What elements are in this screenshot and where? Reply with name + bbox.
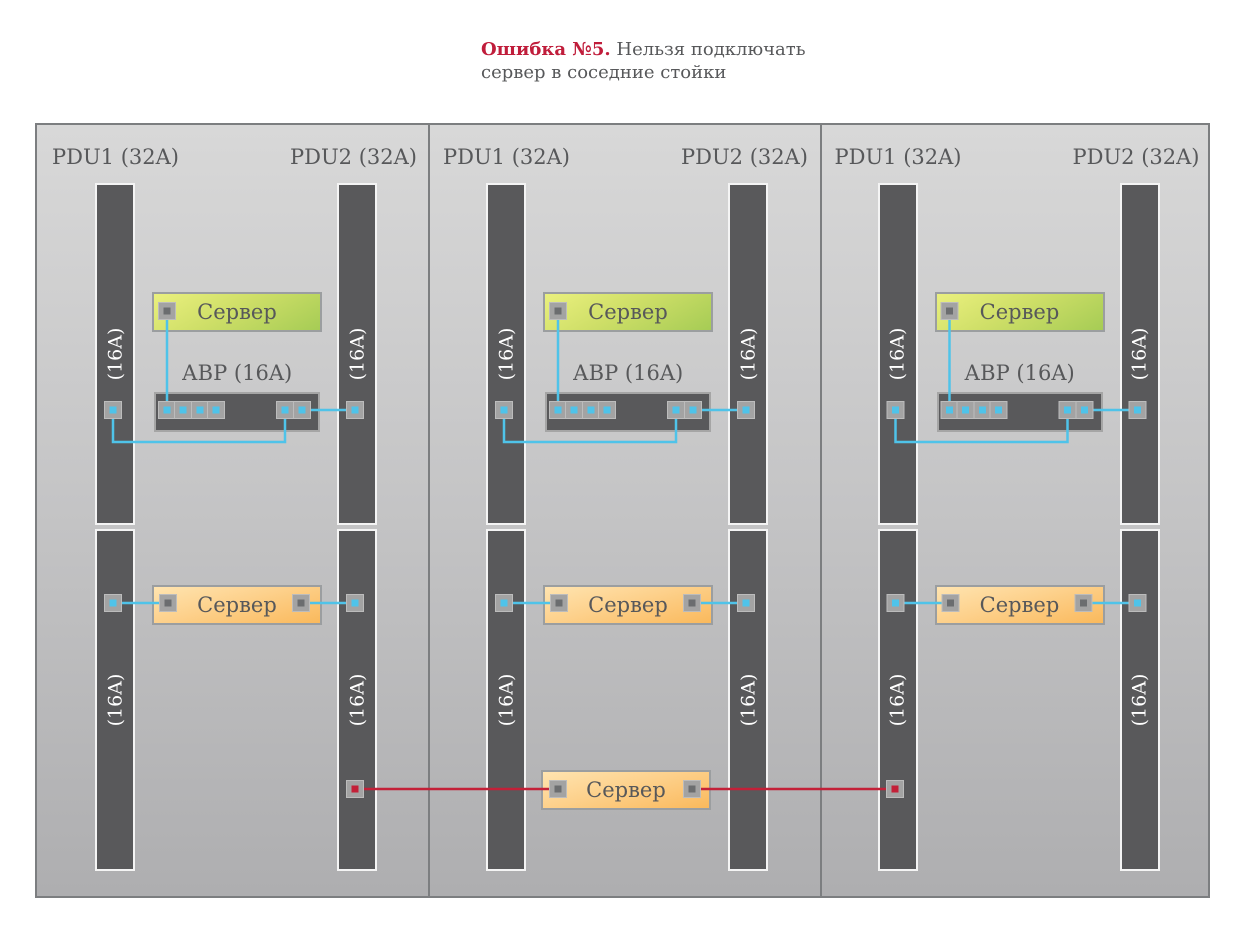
- pdu1-bar-upper: (16A): [877, 183, 918, 525]
- pdu1-lower-rating-label: (16A): [495, 673, 518, 727]
- pdu2-bar-lower: (16A): [1119, 529, 1160, 871]
- pdu1-upper-rating-label: (16A): [495, 327, 518, 381]
- pdu1-lower-rating-label: (16A): [104, 673, 127, 727]
- rack: PDU1 (32A) PDU2 (32A) (16A) (16A) (16A) …: [37, 125, 428, 896]
- title-line2: сервер в соседние стойки: [481, 62, 727, 83]
- pdu2-upper-rating-label: (16A): [346, 327, 369, 381]
- pdu1-bar-lower: (16A): [877, 529, 918, 871]
- server-top-label: Сервер: [979, 300, 1060, 324]
- server-bottom: Сервер: [541, 770, 711, 810]
- pdu2-upper-rating-label: (16A): [737, 327, 760, 381]
- pdu2-label: PDU2 (32A): [681, 145, 808, 169]
- pdu1-label: PDU1 (32A): [834, 145, 962, 169]
- pdu1-upper-rating-label: (16A): [104, 327, 127, 381]
- server-top: Сервер: [543, 292, 713, 332]
- rack: PDU1 (32A) PDU2 (32A) (16A) (16A) (16A) …: [820, 125, 1211, 896]
- pdu2-upper-rating-label: (16A): [1128, 327, 1151, 381]
- pdu2-bar-lower: (16A): [337, 529, 377, 871]
- server-top-label: Сервер: [197, 300, 277, 324]
- pdu1-label: PDU1 (32A): [52, 145, 179, 169]
- server-middle: Сервер: [543, 585, 713, 625]
- rack: PDU1 (32A) PDU2 (32A) (16A) (16A) (16A) …: [428, 125, 819, 896]
- pdu2-lower-rating-label: (16A): [737, 673, 760, 727]
- server-middle-label: Сервер: [197, 593, 277, 617]
- server-top: Сервер: [934, 292, 1105, 332]
- pdu2-lower-rating-label: (16A): [1128, 673, 1151, 727]
- pdu2-bar-upper: (16A): [1119, 183, 1160, 525]
- pdu2-lower-rating-label: (16A): [346, 673, 369, 727]
- error-number-label: Ошибка №5.: [481, 39, 611, 60]
- server-bottom-label: Сервер: [586, 778, 666, 802]
- pdu1-upper-rating-label: (16A): [886, 327, 909, 381]
- title-line1: Нельзя подключать: [616, 39, 806, 60]
- abp-box: [545, 392, 711, 432]
- rack-divider: [428, 125, 430, 896]
- racks-container: PDU1 (32A) PDU2 (32A) (16A) (16A) (16A) …: [35, 123, 1210, 898]
- pdu2-label: PDU2 (32A): [1072, 145, 1200, 169]
- pdu2-bar-upper: (16A): [728, 183, 768, 525]
- abp-box: [936, 392, 1103, 432]
- page-title: Ошибка №5. Нельзя подключать сервер в со…: [481, 38, 806, 84]
- abp-label: АВР (16A): [572, 361, 684, 385]
- abp-label: АВР (16A): [181, 361, 293, 385]
- server-middle: Сервер: [934, 585, 1105, 625]
- pdu1-lower-rating-label: (16A): [886, 673, 909, 727]
- server-middle: Сервер: [152, 585, 322, 625]
- rack-divider: [819, 125, 822, 896]
- server-middle-label: Сервер: [588, 593, 668, 617]
- pdu2-bar-upper: (16A): [337, 183, 377, 525]
- pdu1-bar-upper: (16A): [95, 183, 135, 525]
- pdu1-bar-lower: (16A): [95, 529, 135, 871]
- server-top: Сервер: [152, 292, 322, 332]
- abp-label: АВР (16A): [964, 361, 1075, 385]
- server-middle-label: Сервер: [979, 593, 1060, 617]
- server-top-label: Сервер: [588, 300, 668, 324]
- pdu1-label: PDU1 (32A): [443, 145, 570, 169]
- pdu1-bar-upper: (16A): [486, 183, 526, 525]
- pdu2-bar-lower: (16A): [728, 529, 768, 871]
- pdu2-label: PDU2 (32A): [290, 145, 417, 169]
- abp-box: [154, 392, 320, 432]
- pdu1-bar-lower: (16A): [486, 529, 526, 871]
